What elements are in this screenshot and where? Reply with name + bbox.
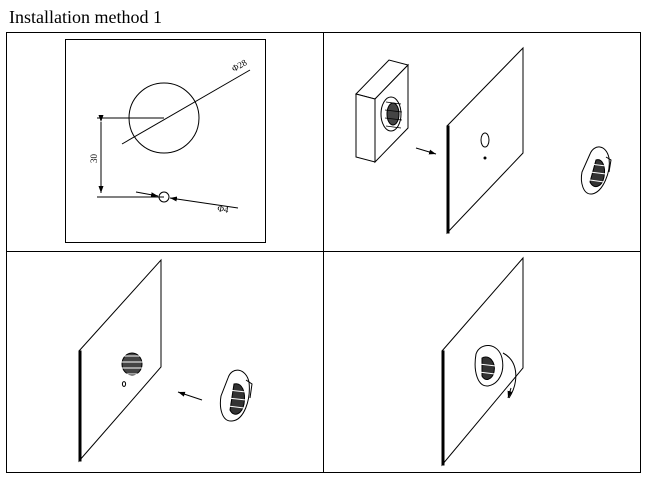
panel-final-assembly [441,256,524,467]
small-hole-diameter-label: Φ4 [217,203,230,215]
wall-panel [446,46,524,235]
small-hole-leader-right [169,196,239,209]
rotation-arrow-head [507,387,513,399]
wall-plate-outline [65,39,266,243]
wall-panel [78,258,162,463]
knob-part [219,369,253,422]
mounted-base-thread [121,352,143,387]
attach-arrow [177,391,203,401]
knob-part [580,146,612,195]
large-hole-leader [121,69,251,145]
large-hole-diameter-label: Φ28 [230,57,249,74]
panel-exploded-view [355,46,612,235]
mounting-base [355,59,409,164]
installation-diagram: Φ28 Φ4 30 [6,32,641,473]
hole-spacing-label: 30 [89,154,99,164]
small-hole-leader-left [135,191,159,198]
panel-drilling-template [65,39,266,243]
assembled-knob [474,345,504,387]
page-title: Installation method 1 [9,7,162,27]
panel-grid [6,32,641,473]
panel-attach-knob [78,258,253,463]
exploded-arrow-left [415,147,437,155]
